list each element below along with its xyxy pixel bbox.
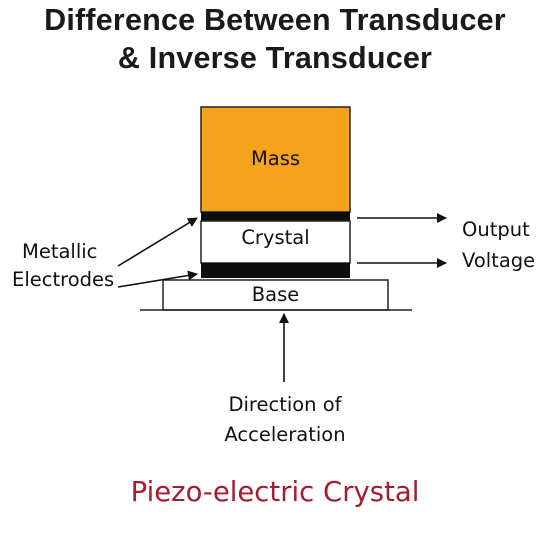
output-label-line-2: Voltage bbox=[462, 249, 536, 272]
diagram-caption: Piezo-electric Crystal bbox=[130, 476, 420, 508]
page-title-line-2: & Inverse Transducer bbox=[117, 41, 433, 75]
mass-label: Mass bbox=[250, 147, 301, 170]
electrodes-arrow-top bbox=[117, 217, 198, 267]
direction-label-line-1: Direction of bbox=[228, 393, 342, 416]
base-label: Base bbox=[251, 283, 300, 306]
electrodes-label-line-2: Electrodes bbox=[12, 268, 115, 291]
electrodes-label-line-1: Metallic bbox=[22, 240, 98, 263]
electrodes-arrow-bottom bbox=[117, 270, 198, 288]
page-title-line-1: Difference Between Transducer bbox=[44, 3, 506, 37]
output-label-line-1: Output bbox=[462, 218, 530, 241]
bottom-electrode bbox=[201, 263, 350, 278]
direction-label-line-2: Acceleration bbox=[224, 423, 346, 446]
crystal-label: Crystal bbox=[241, 226, 310, 249]
base-block bbox=[162, 279, 389, 311]
crystal-block bbox=[200, 220, 351, 264]
top-electrode bbox=[201, 212, 350, 221]
